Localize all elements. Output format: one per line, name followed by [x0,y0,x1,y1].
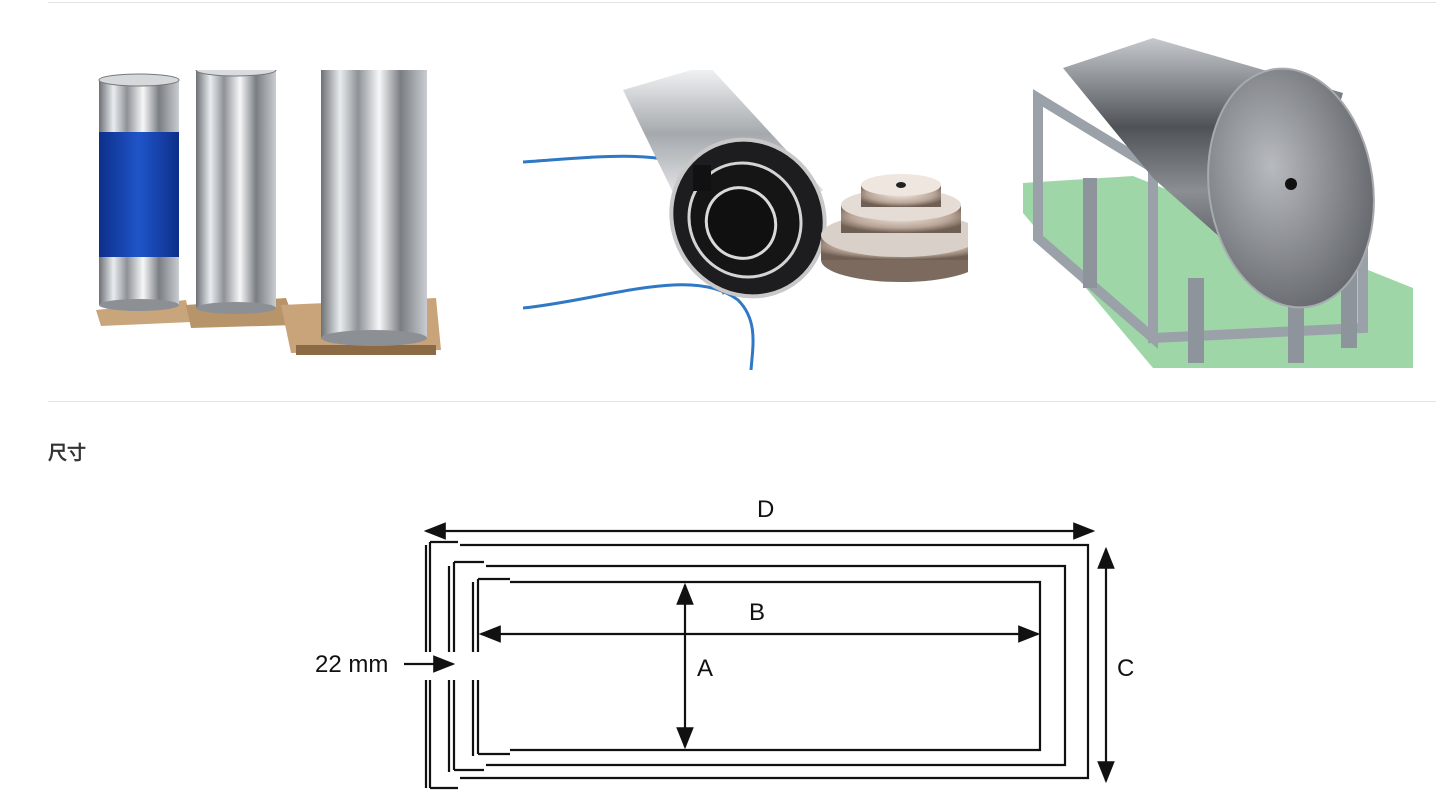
product-image-gallery [48,30,1438,375]
dimensions-svg: D B A C 22 mm [315,496,1134,790]
shield-frame-photo [1023,38,1413,368]
gallery-image-shield-frame[interactable] [1023,38,1413,368]
shield-cable-photo [523,70,968,370]
dimension-c-label: C [1117,655,1134,682]
gallery-image-shield-cable[interactable] [523,70,968,370]
cylinders-photo [96,70,441,355]
dimension-b-label: B [749,599,765,626]
opening-gap [422,652,482,680]
dimensions-diagram: D B A C 22 mm [300,486,1160,800]
dimension-a-label: A [697,655,713,682]
top-divider [48,2,1436,3]
section-divider [48,401,1436,402]
shield-layer-middle [447,560,1067,772]
gap-dimension-label: 22 mm [315,651,388,678]
section-title-dimensions: 尺寸 [48,442,87,464]
gallery-image-cylinders[interactable] [96,70,446,370]
dimension-d-label: D [757,496,774,523]
